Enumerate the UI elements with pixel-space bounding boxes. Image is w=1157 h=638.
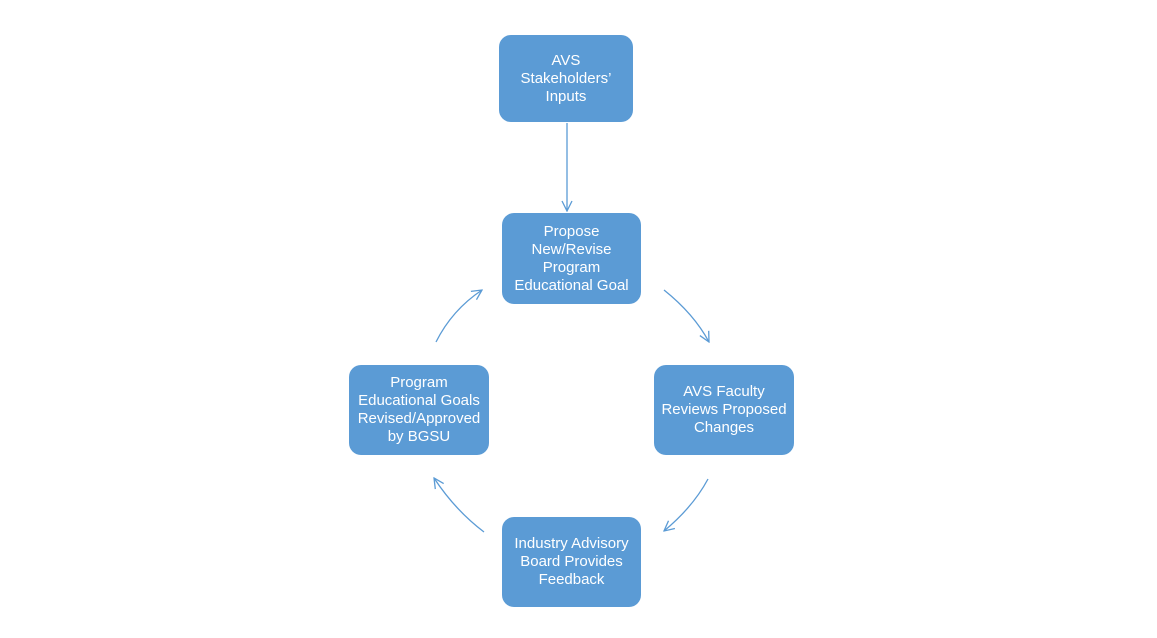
node-label: Industry Advisory Board Provides Feedbac… bbox=[514, 535, 629, 588]
node-label: AVS Stakeholders’ Inputs bbox=[520, 51, 612, 105]
edge-faculty-to-advisory bbox=[664, 478, 709, 531]
node-propose-revise-goal: Propose New/Revise Program Educational G… bbox=[502, 213, 641, 304]
node-label: Program Educational Goals Revised/Approv… bbox=[357, 374, 481, 445]
node-label: Propose New/Revise Program Educational G… bbox=[514, 222, 629, 294]
node-label: AVS Faculty Reviews Proposed Changes bbox=[661, 383, 787, 436]
node-avs-faculty-review: AVS Faculty Reviews Proposed Changes bbox=[654, 365, 794, 455]
edge-advisory-to-bgsu bbox=[434, 478, 485, 533]
node-goals-approved-bgsu: Program Educational Goals Revised/Approv… bbox=[349, 365, 489, 455]
edge-bgsu-to-propose bbox=[435, 290, 482, 343]
node-avs-stakeholders-inputs: AVS Stakeholders’ Inputs bbox=[499, 35, 633, 122]
edge-propose-to-faculty bbox=[663, 289, 709, 342]
node-industry-advisory-feedback: Industry Advisory Board Provides Feedbac… bbox=[502, 517, 641, 607]
